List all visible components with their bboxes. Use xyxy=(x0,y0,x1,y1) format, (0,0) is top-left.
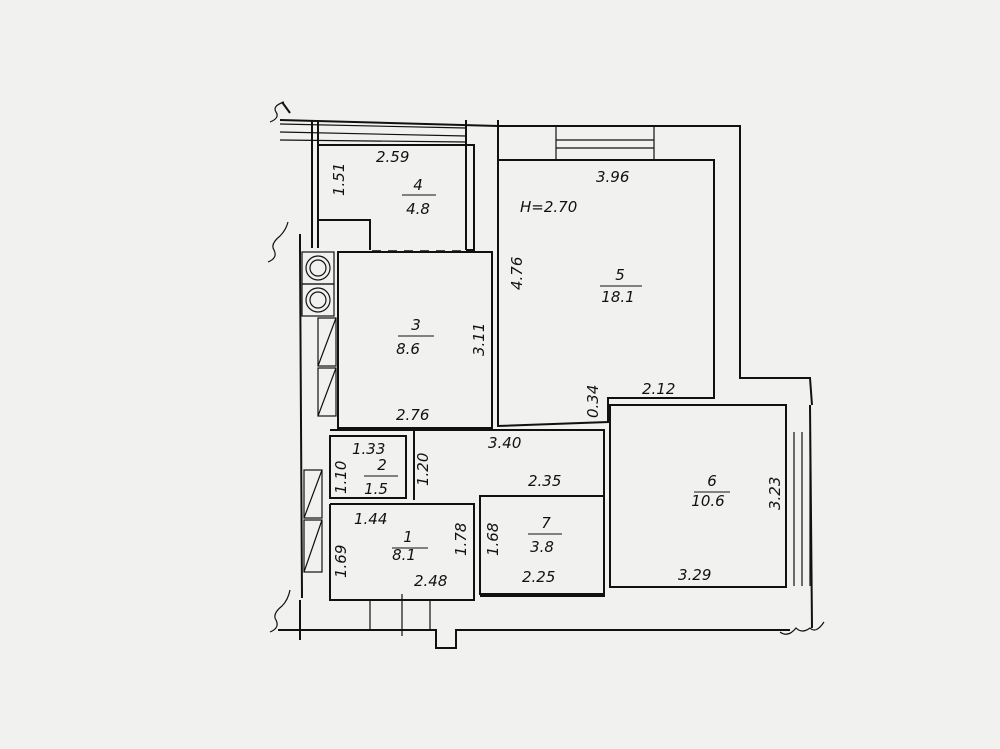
room-label-6: 6 10.6 xyxy=(691,472,730,510)
outer-walls xyxy=(278,101,813,649)
room-number-7: 7 xyxy=(541,514,551,532)
dim-r1-width-top: 1.44 xyxy=(354,510,387,528)
room-area-2: 1.5 xyxy=(364,480,388,498)
room-3-walls xyxy=(337,251,493,429)
room-area-7: 3.8 xyxy=(530,538,554,556)
balcony-top xyxy=(279,123,467,143)
dim-r7-height: 1.68 xyxy=(484,523,502,556)
dim-r5-step-width: 2.12 xyxy=(642,380,675,398)
room-label-7: 7 3.8 xyxy=(528,514,562,556)
room-number-3: 3 xyxy=(411,316,421,334)
dim-corridor-width: 3.40 xyxy=(488,434,521,452)
room-2-walls xyxy=(329,435,407,499)
room-number-1: 1 xyxy=(403,528,413,546)
room-area-4: 4.8 xyxy=(406,200,430,218)
room-5-walls xyxy=(497,159,715,428)
room-label-4: 4 4.8 xyxy=(402,176,436,218)
dim-r5-step-depth: 0.34 xyxy=(584,385,602,418)
room-number-4: 4 xyxy=(413,176,423,194)
dimension-labels: 2.59 1.51 3.96 4.76 2.12 0.34 2.76 3.11 … xyxy=(330,148,784,590)
room-area-6: 10.6 xyxy=(691,492,724,510)
room-7-walls xyxy=(479,495,605,595)
dim-r5-height: 4.76 xyxy=(508,257,526,290)
room-6-walls xyxy=(609,404,787,588)
ceiling-height-label: H=2.70 xyxy=(520,198,577,216)
room-number-2: 2 xyxy=(377,456,387,474)
dim-r3-width: 2.76 xyxy=(396,406,429,424)
room-label-1: 1 8.1 xyxy=(392,528,428,564)
dim-r6-height: 3.23 xyxy=(766,477,784,510)
room-number-6: 6 xyxy=(707,472,717,490)
room-label-2: 2 1.5 xyxy=(364,456,398,498)
dim-r7-width-bottom: 2.25 xyxy=(522,568,555,586)
room-label-3: 3 8.6 xyxy=(396,316,434,358)
room-area-5: 18.1 xyxy=(601,288,634,306)
room-area-1: 8.1 xyxy=(392,546,416,564)
room-area-3: 8.6 xyxy=(396,340,420,358)
dim-r6-width: 3.29 xyxy=(678,566,711,584)
dim-r4-height: 1.51 xyxy=(330,163,348,196)
dim-r5-width: 3.96 xyxy=(596,168,629,186)
dim-r4-width: 2.59 xyxy=(376,148,409,166)
dim-r3-height: 3.11 xyxy=(470,323,488,356)
room-1-walls xyxy=(329,503,475,601)
wall-break-symbols xyxy=(267,101,825,635)
dim-r1-height-inner: 1.78 xyxy=(452,523,470,556)
room-label-5: 5 18.1 xyxy=(600,266,642,306)
dim-r7-width-top: 2.35 xyxy=(528,472,561,490)
shafts xyxy=(301,251,337,573)
room-number-5: 5 xyxy=(615,266,625,284)
dim-r1-height-right: 1.20 xyxy=(414,453,432,486)
window-right xyxy=(785,432,811,586)
dim-r1-width-bottom: 2.48 xyxy=(414,572,447,590)
room-4-walls xyxy=(318,144,475,252)
dim-r2-height: 1.10 xyxy=(332,461,350,494)
dim-r2-width: 1.33 xyxy=(352,440,385,458)
window-top xyxy=(555,125,655,161)
dim-r1-height-left: 1.69 xyxy=(332,545,350,578)
